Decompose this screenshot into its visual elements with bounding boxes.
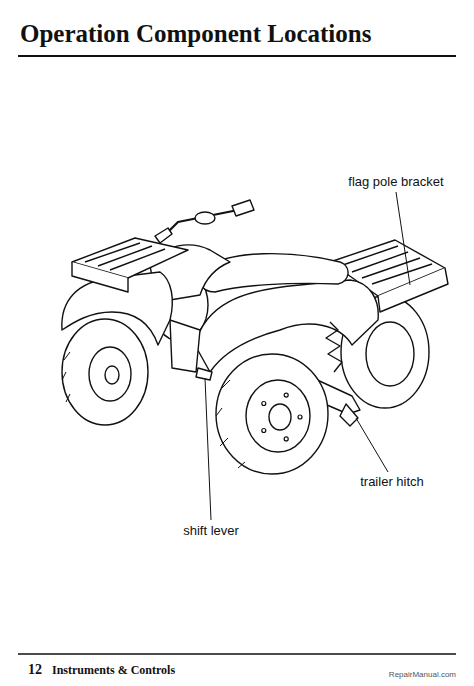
part-label: shift lever	[182, 523, 240, 538]
section-title: Instruments & Controls	[52, 663, 175, 678]
page-title: Operation Component Locations	[20, 20, 371, 48]
part-label: trailer hitch	[359, 474, 425, 489]
part-label: flag pole bracket	[347, 174, 444, 189]
watermark: RepairManual.com	[389, 670, 456, 679]
page-number: 12	[28, 662, 42, 678]
